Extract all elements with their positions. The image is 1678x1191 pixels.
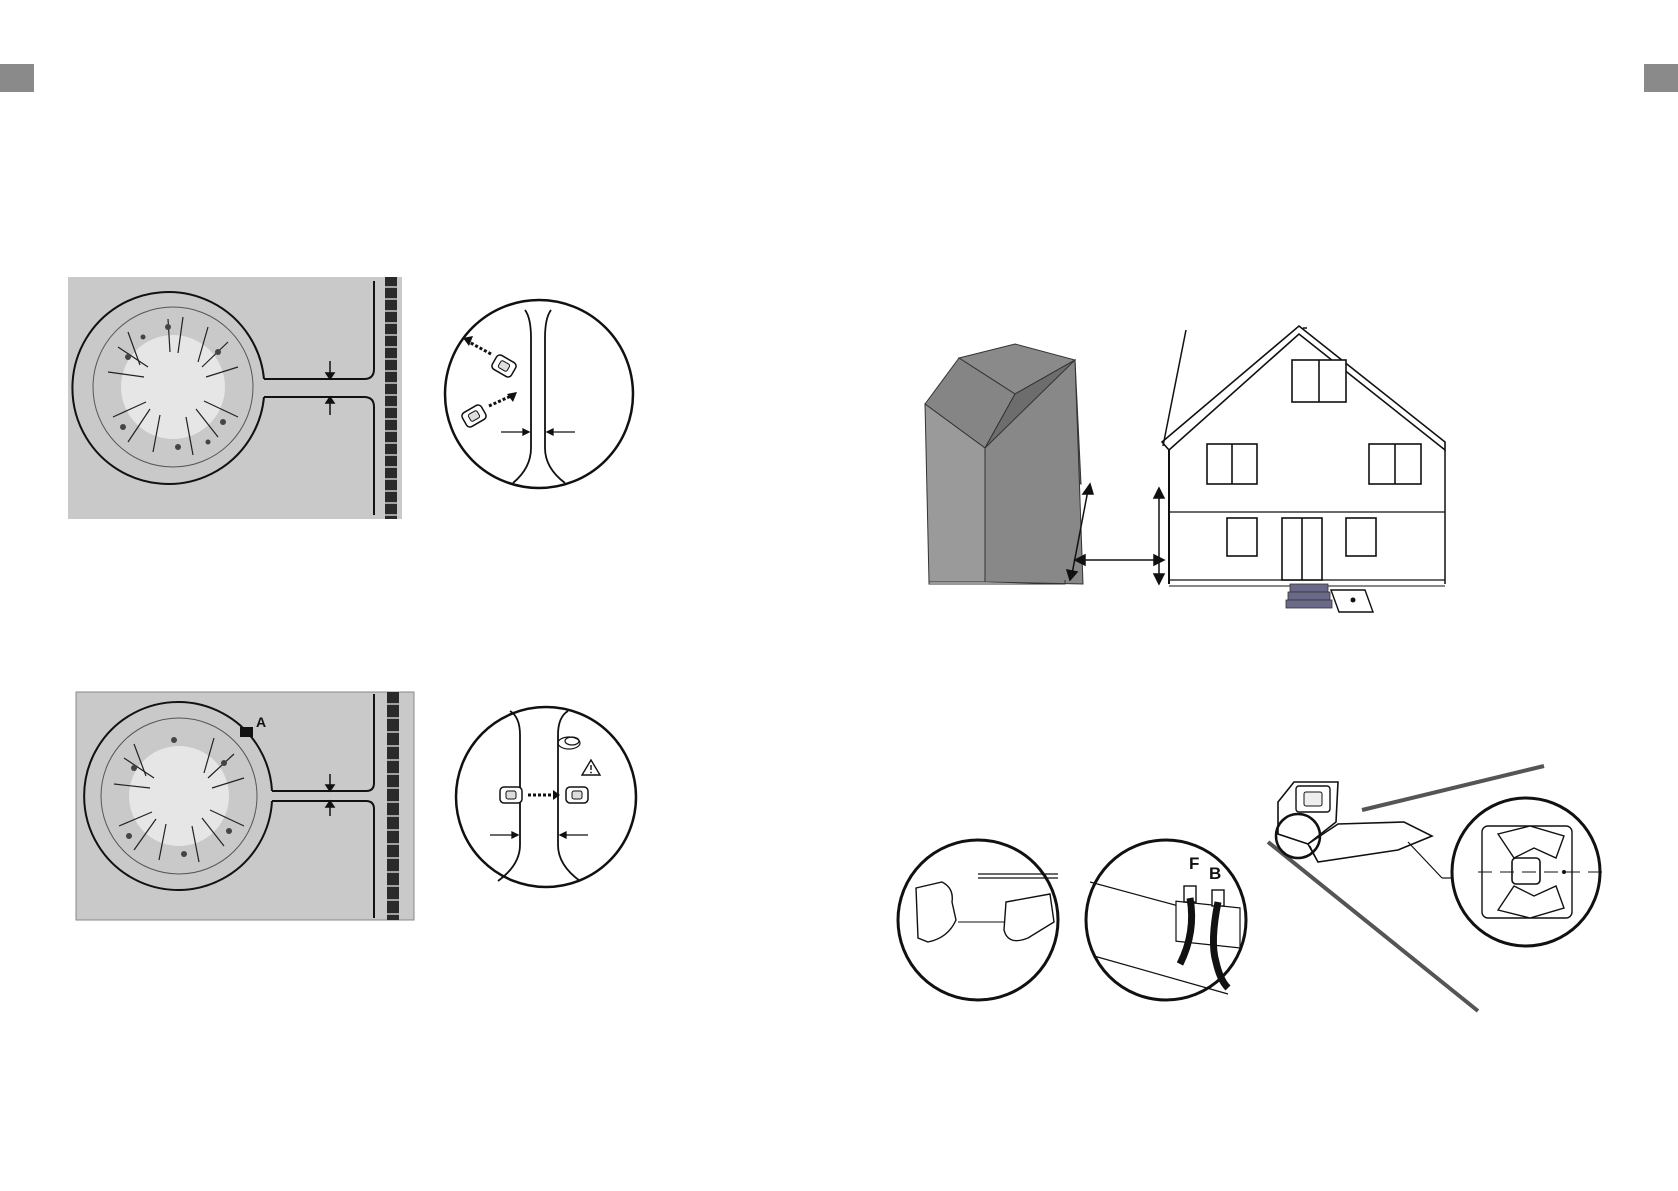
garden-station-figure [76, 692, 414, 920]
charging-station-icon [1278, 782, 1432, 862]
connector-label-f: F [1189, 854, 1199, 874]
station-top-detail [1452, 798, 1610, 946]
house-shed-figure [905, 322, 1450, 644]
station-label-a: A [256, 714, 266, 730]
wire-strip-detail [898, 840, 1058, 1000]
connector-detail [1086, 840, 1246, 1000]
passage-detail-circle [443, 298, 635, 490]
station-detail-circle [454, 705, 638, 889]
connector-label-b: B [1209, 864, 1221, 884]
robot-mower-icon [500, 787, 522, 803]
page-tab-left [0, 64, 34, 92]
station-connection-figure [898, 762, 1608, 1020]
garden-passage-figure [68, 277, 402, 519]
charging-station-marker [240, 727, 253, 737]
robot-mower-icon [566, 787, 588, 803]
page-tab-right [1644, 64, 1678, 92]
